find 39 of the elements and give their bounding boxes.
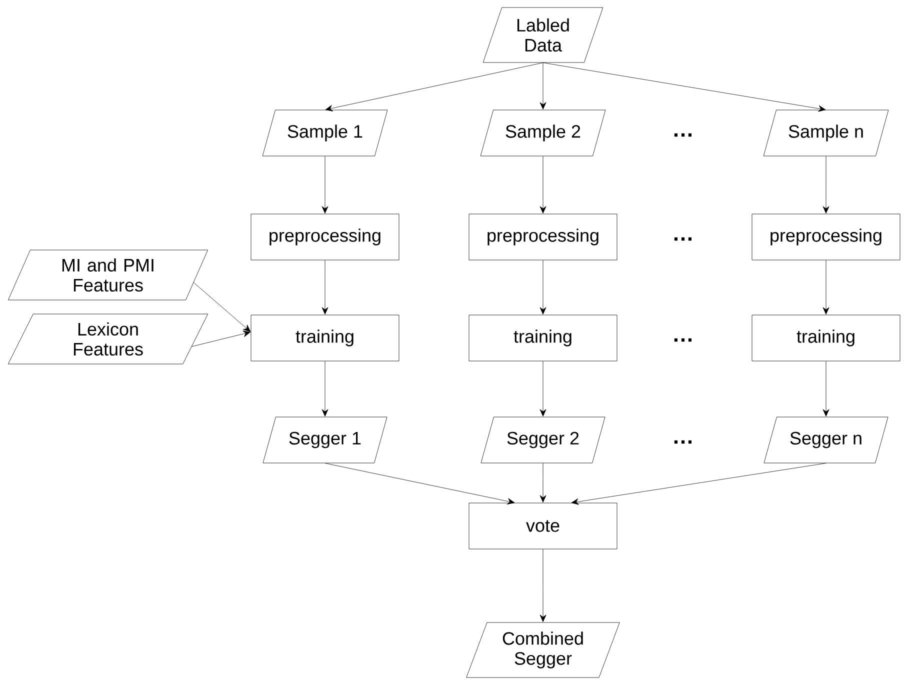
data-parallelogram: Sample 2 [480, 110, 606, 156]
arrow [822, 260, 830, 314]
ellipsis: … [674, 237, 692, 241]
arrow [540, 156, 546, 214]
process-box: vote [468, 502, 618, 550]
arrow [542, 62, 826, 112]
data-parallelogram: Combined Segger [466, 622, 620, 678]
ellipsis: … [674, 440, 692, 444]
data-parallelogram: Sample 1 [262, 110, 388, 156]
data-parallelogram: Segger 2 [480, 416, 606, 464]
arrow [822, 361, 830, 416]
arrow [322, 156, 328, 214]
data-parallelogram: Sample n [763, 110, 889, 156]
process-box: training [468, 314, 618, 362]
arrow [192, 330, 251, 347]
arrow [324, 463, 515, 504]
data-parallelogram: Lexicon Features [8, 314, 208, 364]
arrow [540, 62, 546, 110]
arrow [822, 156, 830, 214]
data-parallelogram: Labled Data [482, 7, 604, 63]
arrow [193, 282, 251, 332]
data-parallelogram: Segger 1 [262, 416, 388, 464]
process-box: training [752, 314, 900, 362]
arrow [540, 463, 546, 502]
arrow [540, 549, 546, 622]
arrow [325, 62, 544, 112]
arrow [571, 463, 826, 505]
arrow [322, 260, 328, 314]
data-parallelogram: MI and PMI Features [8, 250, 208, 300]
ellipsis: … [674, 133, 692, 137]
process-box: preprocessing [250, 214, 400, 260]
ellipsis: … [674, 338, 692, 342]
data-parallelogram: Segger n [764, 416, 888, 464]
process-box: preprocessing [468, 214, 618, 260]
arrow [540, 260, 546, 314]
arrow [540, 361, 546, 416]
process-box: training [250, 314, 400, 362]
process-box: preprocessing [752, 214, 900, 260]
arrow [322, 361, 328, 416]
